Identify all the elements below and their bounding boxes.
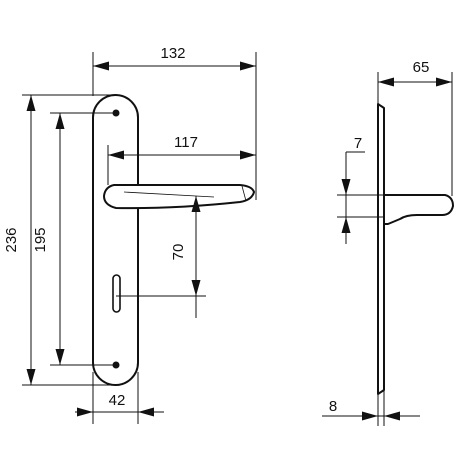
dimension-projection xyxy=(377,72,453,196)
lever-thickness-label: 7 xyxy=(354,135,362,152)
dimension-plate-height xyxy=(22,94,116,386)
plate-height-label: 236 xyxy=(3,227,20,252)
dimension-plate-thickness xyxy=(322,390,420,426)
lever-handle xyxy=(103,184,255,210)
backplate-outline xyxy=(92,94,139,386)
dimension-overall-width xyxy=(92,52,257,200)
keyhole-slot xyxy=(112,274,121,313)
plate-thickness-label: 8 xyxy=(329,398,337,415)
screw-center-distance-label: 195 xyxy=(32,227,49,252)
front-view xyxy=(92,94,255,386)
dimension-lever-thickness xyxy=(337,151,384,244)
side-view xyxy=(377,103,454,395)
dimension-spindle-to-keyhole xyxy=(116,196,206,318)
lever-detail-line xyxy=(123,191,215,198)
overall-width-label: 132 xyxy=(160,45,185,62)
dimension-spindle-to-lever-tip xyxy=(107,145,256,185)
spindle-to-lever-tip-label: 117 xyxy=(174,134,198,151)
dimension-screw-center-distance xyxy=(50,112,116,366)
dimension-plate-width xyxy=(75,372,164,424)
side-plate-profile xyxy=(377,103,385,395)
lever-tip-detail xyxy=(241,185,247,202)
spindle-to-keyhole-label: 70 xyxy=(170,244,187,261)
projection-label: 65 xyxy=(413,59,430,76)
plate-width-label: 42 xyxy=(109,392,126,409)
side-lever-profile xyxy=(383,194,454,225)
